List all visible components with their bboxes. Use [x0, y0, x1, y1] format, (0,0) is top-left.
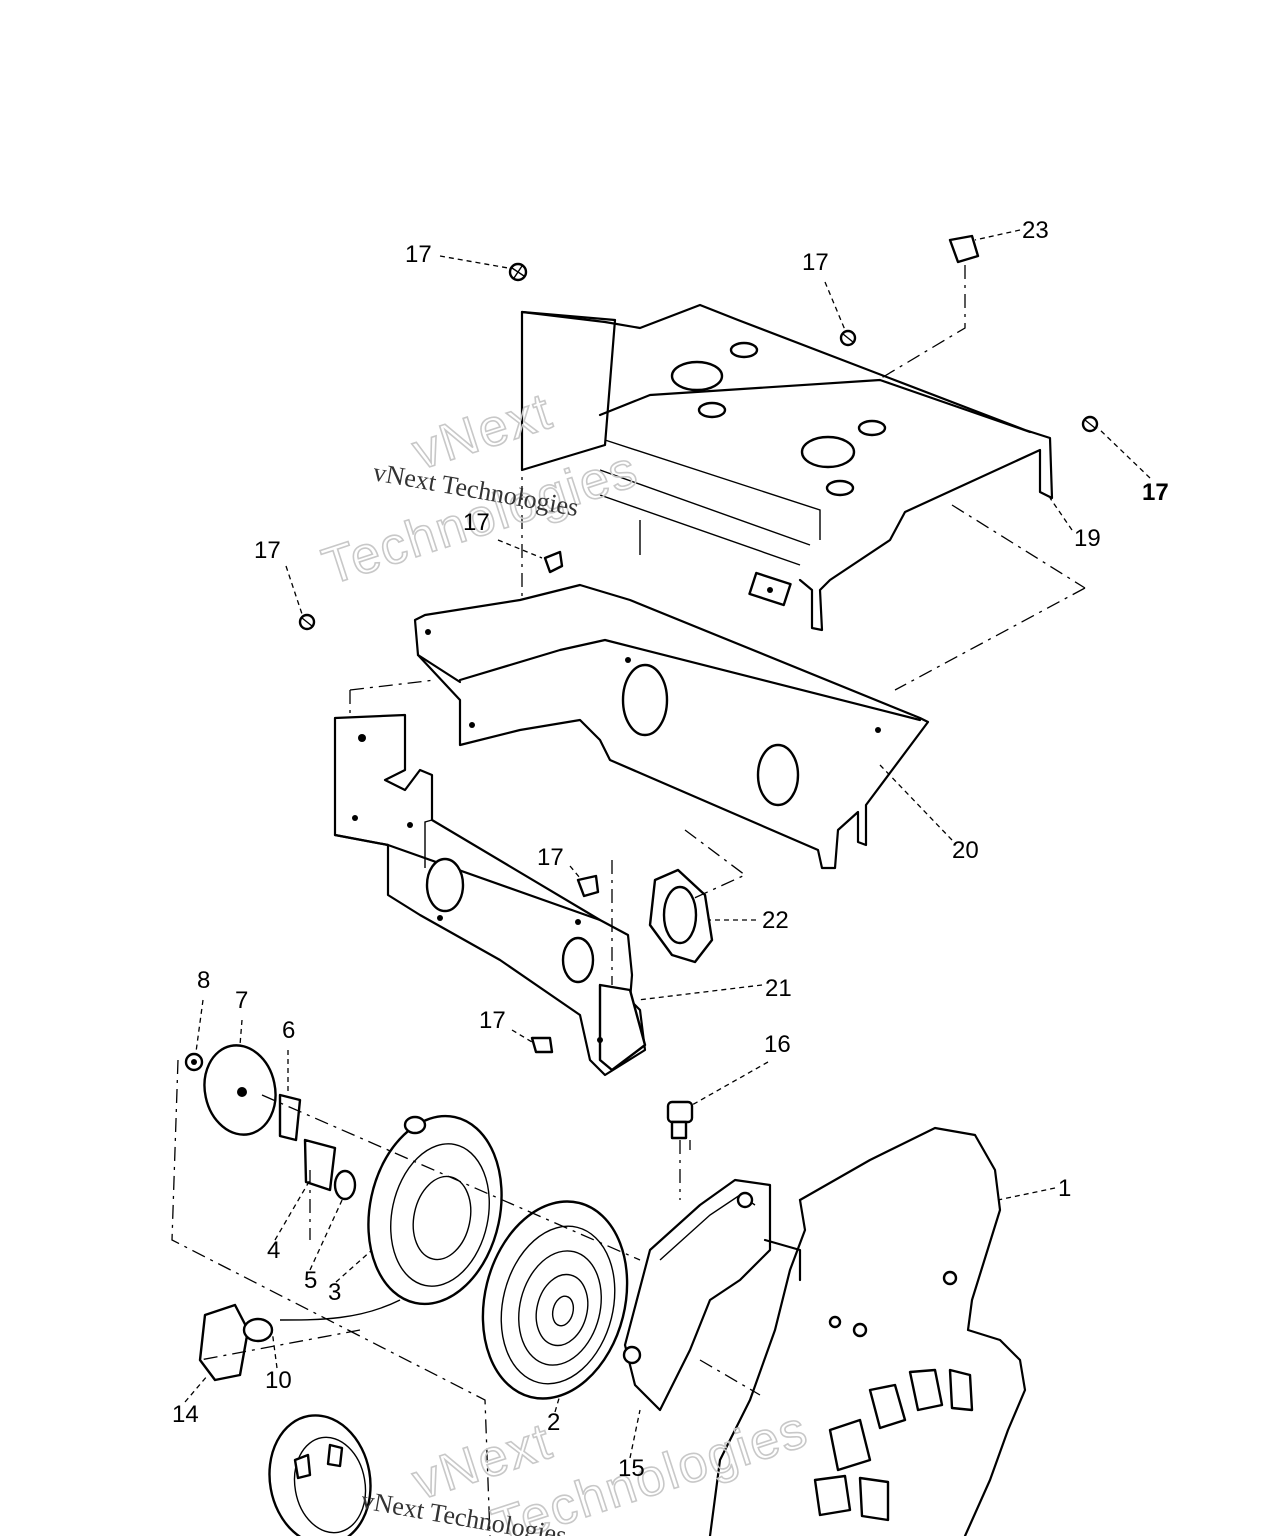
callout-7: 7	[235, 987, 248, 1014]
callout-17: 17	[254, 537, 281, 564]
callout-22: 22	[762, 907, 789, 934]
starter-housing-part-15	[622, 1178, 772, 1412]
callout-6: 6	[282, 1017, 295, 1044]
callout-15: 15	[618, 1455, 645, 1482]
callout-20: 20	[952, 837, 979, 864]
recoil-spring-part-2	[481, 1200, 629, 1400]
screw-17-g	[530, 1036, 554, 1054]
callout-8: 8	[197, 967, 210, 994]
callout-1: 1	[1058, 1175, 1071, 1202]
callout-14: 14	[172, 1401, 199, 1428]
upper-shroud-part-19	[520, 303, 1054, 632]
nut-8	[184, 1052, 204, 1072]
screw-17-f	[576, 874, 600, 898]
screw-17-b	[839, 329, 857, 347]
callout-10: 10	[265, 1367, 292, 1394]
pulley-part-3	[367, 1114, 503, 1306]
callout-17: 17	[463, 509, 490, 536]
screw-17-e	[298, 613, 316, 631]
callout-17: 17	[1142, 479, 1169, 506]
fasteners	[184, 234, 1099, 1140]
callout-2: 2	[547, 1409, 560, 1436]
screw-17-d	[543, 550, 564, 574]
spring-part-5	[333, 1169, 357, 1201]
knob-23	[948, 234, 980, 264]
callout-4: 4	[267, 1237, 280, 1264]
callout-3: 3	[328, 1279, 341, 1306]
pawl-part-4	[303, 1138, 337, 1192]
fan-housing-part-1	[708, 1126, 1027, 1536]
callout-17: 17	[537, 844, 564, 871]
screw-17-c	[1081, 415, 1099, 433]
lower-shroud-part-21	[333, 713, 647, 1077]
callout-23: 23	[1022, 217, 1049, 244]
recoil-starter-assembly	[198, 1044, 629, 1400]
assembly-centerlines	[171, 265, 1086, 1536]
callout-19: 19	[1074, 525, 1101, 552]
handle-part-14	[198, 1303, 250, 1382]
leader-lines	[184, 229, 1151, 1459]
callout-21: 21	[765, 975, 792, 1002]
pawl-part-6	[278, 1093, 302, 1142]
callout-17: 17	[479, 1007, 506, 1034]
screw-17-a	[508, 262, 528, 282]
callout-17: 17	[802, 249, 829, 276]
center-shroud-part-20	[413, 583, 930, 870]
callout-16: 16	[764, 1031, 791, 1058]
callout-17: 17	[405, 241, 432, 268]
starter-cup	[268, 1414, 372, 1536]
callout-5: 5	[304, 1267, 317, 1294]
knob-16	[666, 1100, 694, 1140]
gasket-part-22	[648, 868, 714, 964]
